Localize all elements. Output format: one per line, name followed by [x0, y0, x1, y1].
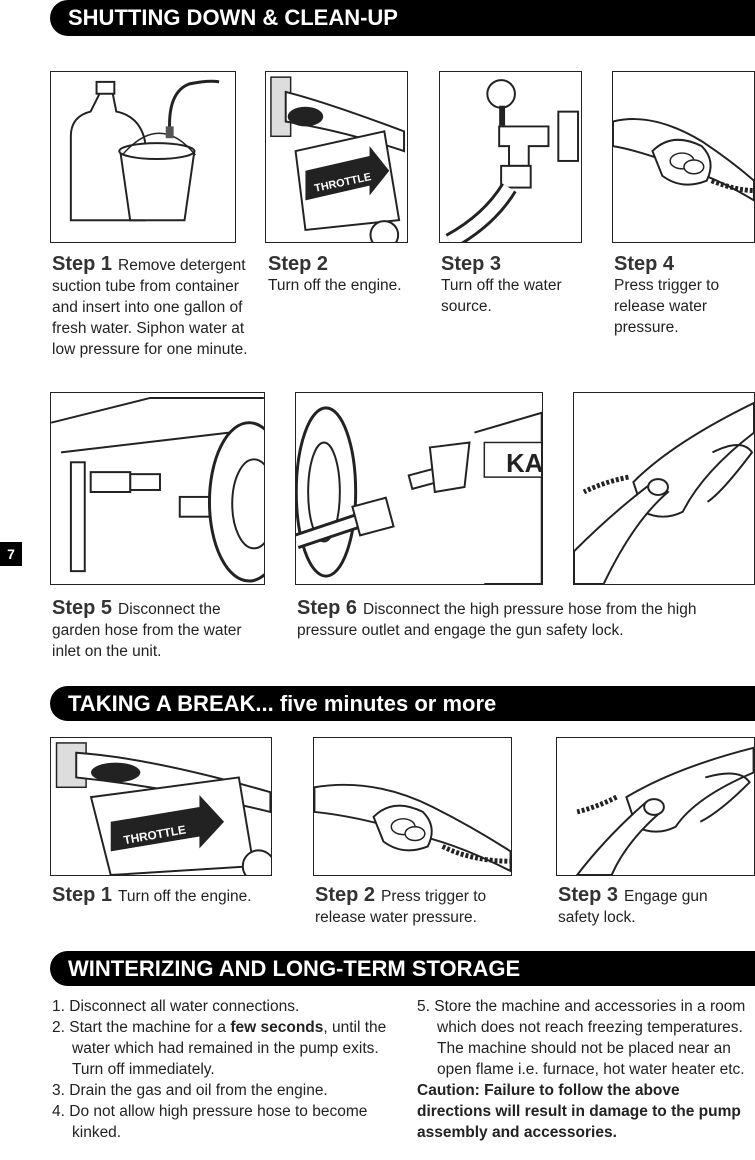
- step-label: Step 5: [52, 597, 113, 619]
- step-text: Turn off the water source.: [441, 277, 562, 315]
- section-title-bold: TAKING A BREAK...: [68, 691, 274, 716]
- step-label: Step 2: [315, 884, 376, 906]
- illustration-jug-and-bucket: [50, 71, 236, 243]
- list-item: 4. Do not allow high pressure hose to be…: [52, 1103, 368, 1141]
- section-banner-winter: WINTERIZING AND LONG-TERM STORAGE: [50, 951, 755, 986]
- throttle-icon: THROTTLE: [270, 76, 406, 242]
- shutdown-step-4-caption: Step 4 Press trigger to release water pr…: [614, 254, 749, 338]
- section-title: SHUTTING DOWN & CLEAN-UP: [68, 5, 398, 30]
- winterizing-list-left: 1. Disconnect all water connections. 2. …: [52, 996, 387, 1143]
- step-label: Step 3: [558, 884, 619, 906]
- section-title-rest: five minutes or more: [273, 691, 497, 716]
- gun-trigger-icon: [314, 783, 511, 873]
- safety-lock-icon: [574, 401, 754, 584]
- step-text: Remove detergent suction tube from conta…: [52, 257, 248, 358]
- illustration-garden-hose-inlet: [50, 392, 265, 585]
- shutdown-step-3-caption: Step 3 Turn off the water source.: [441, 254, 586, 317]
- illustration-water-spigot: [439, 71, 582, 243]
- illustration-safety-lock: [573, 392, 755, 585]
- gun-trigger-icon: [613, 118, 754, 202]
- safety-lock-icon: [575, 746, 754, 875]
- step-label: Step 4: [614, 253, 675, 275]
- step-label: Step 3: [441, 253, 502, 275]
- hose-inlet-icon: [51, 396, 264, 583]
- shutdown-step-2-caption: Step 2 Turn off the engine.: [268, 254, 408, 296]
- winterizing-list-right: 5. Store the machine and accessories in …: [417, 996, 753, 1143]
- step-text: Disconnect the garden hose from the wate…: [52, 601, 242, 660]
- step-label: Step 6: [297, 597, 358, 619]
- step-text: Turn off the engine.: [268, 277, 402, 294]
- step-label: Step 1: [52, 253, 113, 275]
- illustration-break-throttle: THROTTLE: [50, 737, 272, 876]
- brand-partial: KA: [506, 450, 542, 478]
- break-step-1-caption: Step 1 Turn off the engine.: [52, 885, 267, 907]
- section-title: WINTERIZING AND LONG-TERM STORAGE: [68, 956, 521, 981]
- step-label: Step 2: [268, 253, 329, 275]
- throttle-icon: THROTTLE: [55, 742, 271, 875]
- list-item: 1. Disconnect all water connections.: [52, 998, 300, 1015]
- section-banner-break: TAKING A BREAK... five minutes or more: [50, 686, 755, 721]
- list-item: 2. Start the machine for a few seconds, …: [52, 1019, 387, 1078]
- illustration-high-pressure-outlet: KA: [295, 392, 543, 585]
- section-banner-shutdown: SHUTTING DOWN & CLEAN-UP: [50, 0, 755, 36]
- step-text: Engage gun safety lock.: [558, 888, 708, 926]
- step-text: Turn off the engine.: [118, 888, 252, 905]
- step-text: Press trigger to release water pressure.: [614, 277, 720, 336]
- spigot-icon: [445, 79, 580, 242]
- illustration-break-safety-lock: [556, 737, 755, 876]
- illustration-trigger-press: [612, 71, 755, 243]
- outlet-icon: KA: [296, 406, 542, 584]
- illustration-throttle: THROTTLE: [265, 71, 408, 243]
- list-item: 5. Store the machine and accessories in …: [417, 998, 746, 1078]
- jug-bucket-icon: [69, 79, 220, 222]
- caution-note: Caution: Failure to follow the above dir…: [417, 1082, 741, 1141]
- step-text: Disconnect the high pressure hose from t…: [297, 601, 697, 639]
- list-item: 3. Drain the gas and oil from the engine…: [52, 1082, 328, 1099]
- step-text: Press trigger to release water pressure.: [315, 888, 487, 926]
- page-number-tab: 7: [0, 542, 22, 566]
- illustration-break-trigger: [313, 737, 512, 876]
- step-label: Step 1: [52, 884, 113, 906]
